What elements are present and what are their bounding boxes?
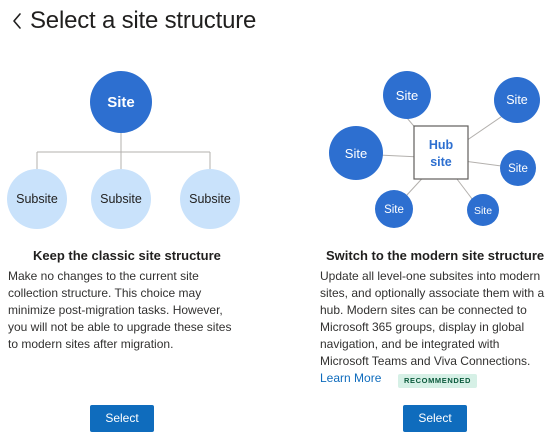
site-node-label: Site	[107, 94, 135, 111]
site-node-label: Site	[474, 205, 492, 217]
subsite-node-label: Subsite	[16, 192, 58, 206]
recommended-badge: RECOMMENDED	[398, 374, 478, 388]
site-node	[383, 71, 431, 119]
modern-option-description: Update all level-one subsites into moder…	[320, 268, 546, 387]
modern-description-text: Update all level-one subsites into moder…	[320, 269, 545, 368]
classic-option-description: Make no changes to the current site coll…	[8, 269, 232, 351]
select-classic-button[interactable]: Select	[90, 405, 154, 432]
classic-structure-diagram: Site Subsite Subsite Subsite	[0, 60, 250, 240]
site-node	[90, 71, 152, 133]
site-node	[467, 194, 499, 226]
site-node-label: Site	[396, 88, 418, 103]
site-node-label: Site	[508, 163, 528, 175]
subsite-node	[180, 169, 240, 229]
site-node-label: Site	[506, 93, 528, 107]
hub-site-node	[413, 125, 469, 180]
page-header: Select a site structure	[6, 6, 256, 36]
back-button[interactable]	[6, 7, 28, 35]
site-node	[500, 150, 536, 186]
select-modern-button[interactable]: Select	[403, 405, 467, 432]
classic-option-title: Keep the classic site structure	[33, 248, 221, 263]
subsite-node-label: Subsite	[189, 192, 231, 206]
page-title: Select a site structure	[30, 7, 257, 34]
site-node	[494, 77, 540, 123]
site-node-label: Site	[345, 146, 367, 161]
subsite-node	[91, 169, 151, 229]
modern-option-title: Switch to the modern site structure	[326, 248, 545, 263]
site-node	[329, 126, 383, 180]
chevron-left-icon	[13, 13, 21, 29]
subsite-node	[7, 169, 67, 229]
site-node	[375, 190, 413, 228]
subsite-node-label: Subsite	[100, 192, 142, 206]
learn-more-link[interactable]: Learn More	[320, 371, 382, 385]
site-node-label: Site	[384, 204, 404, 216]
